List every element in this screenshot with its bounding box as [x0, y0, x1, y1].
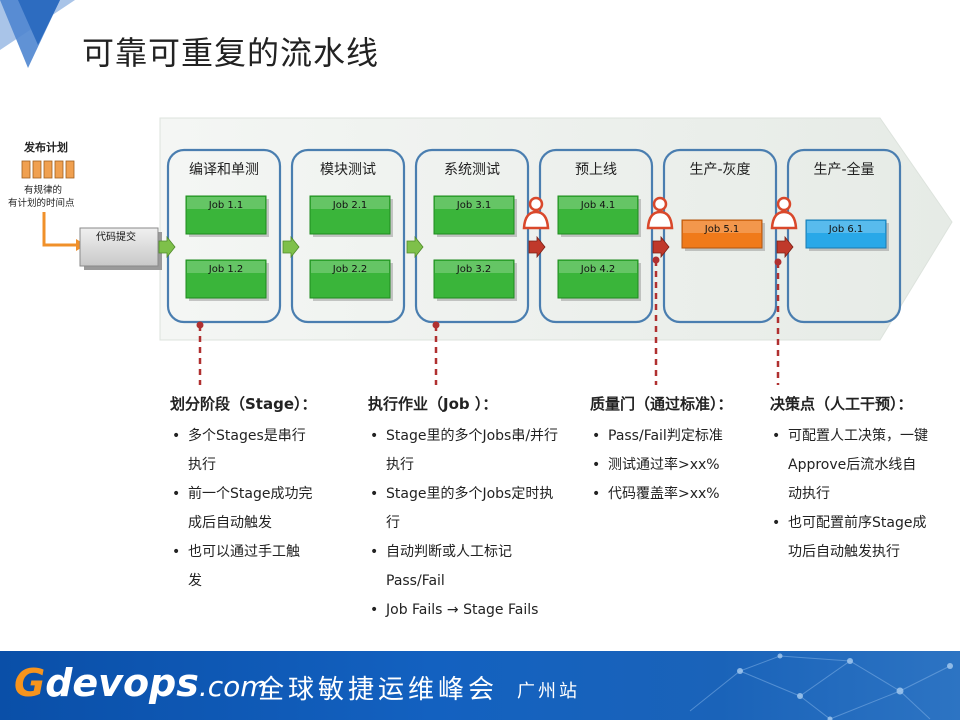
- job-highlight: [187, 197, 265, 209]
- notes-decision-item: 也可配置前序Stage成功后自动触发执行: [770, 509, 928, 567]
- gate-arrow: [776, 235, 794, 259]
- notes-quality-item: 代码覆盖率>xx%: [590, 480, 765, 509]
- notes-quality-gate: 质量门（通过标准）： Pass/Fail判定标准 测试通过率>xx% 代码覆盖率…: [590, 393, 765, 509]
- job-highlight: [807, 221, 885, 233]
- stage-frame: [414, 148, 530, 324]
- stage-frame: [166, 148, 282, 324]
- connectors: [158, 196, 798, 385]
- notes-job: 执行作业（Job ）： Stage里的多个Jobs串/并行执行 Stage里的多…: [368, 393, 578, 625]
- job-label: Job 1.2: [208, 264, 244, 275]
- stage-title: 预上线: [575, 162, 617, 178]
- notes-stage-item: 多个Stages是串行执行: [170, 422, 308, 480]
- job-label: Job 4.2: [580, 264, 616, 275]
- stage-arrow: [158, 235, 176, 259]
- stage-frame: [538, 148, 654, 324]
- stage-arrow: [282, 235, 300, 259]
- stage-frame: [662, 148, 778, 324]
- footer-tagline: 全球敏捷运维峰会: [258, 675, 499, 705]
- notes-decision: 决策点（人工干预）： 可配置人工决策，一键Approve后流水线自动执行 也可配…: [770, 393, 945, 567]
- release-plan-arrow: [42, 212, 76, 247]
- notes-stage: 划分阶段（Stage）： 多个Stages是串行执行 前一个Stage成功完成后…: [170, 393, 335, 596]
- stage-5: 生产-灰度 Job 5.1: [662, 148, 778, 324]
- job-box: [557, 259, 639, 299]
- job-highlight: [559, 197, 637, 209]
- person-icon: [770, 196, 798, 230]
- stage-title: 生产-全量: [813, 161, 874, 178]
- notes-stage-item: 前一个Stage成功完成后自动触发: [170, 480, 323, 538]
- notes-decision-item: 可配置人工决策，一键Approve后流水线自动执行: [770, 422, 928, 509]
- stage-frame: [290, 148, 406, 324]
- job-highlight: [311, 197, 389, 209]
- notes-job-item: Job Fails → Stage Fails: [368, 596, 586, 625]
- person-icon: [646, 196, 674, 230]
- footer-network-decoration: [689, 653, 953, 720]
- notes-job-item: Stage里的多个Jobs串/并行执行: [368, 422, 561, 480]
- job-highlight: [187, 261, 265, 273]
- job-label: Job 2.1: [332, 200, 368, 211]
- release-plan-label: 发布计划: [23, 140, 68, 154]
- job-box: [805, 219, 887, 249]
- notes-stage-item: 也可以通过手工触发: [170, 538, 308, 596]
- notes-decision-heading: 决策点（人工干预）：: [770, 395, 913, 413]
- page-title: 可靠可重复的流水线: [82, 34, 380, 72]
- job-label: Job 5.1: [704, 224, 740, 235]
- notes-quality-item: Pass/Fail判定标准: [590, 422, 765, 451]
- job-box: [309, 259, 391, 299]
- footer-banner: Gdevops.com 全球敏捷运维峰会 广州站: [0, 651, 960, 720]
- job-label: Job 4.1: [580, 200, 616, 211]
- stage-frame: [786, 148, 902, 324]
- stage-title: 系统测试: [444, 162, 500, 178]
- code-commit-label: 代码提交: [96, 230, 136, 243]
- stage-title: 生产-灰度: [689, 162, 750, 178]
- job-label: Job 3.2: [456, 264, 492, 275]
- stage-6: 生产-全量 Job 6.1: [786, 148, 902, 324]
- gate-arrow: [528, 235, 546, 259]
- job-box: [185, 259, 267, 299]
- stage-arrow: [406, 235, 424, 259]
- notes-job-item: Stage里的多个Jobs定时执行: [368, 480, 566, 538]
- job-box: [557, 195, 639, 235]
- job-highlight: [559, 261, 637, 273]
- gdevops-logo: Gdevops.com: [14, 661, 268, 705]
- job-box: [185, 195, 267, 235]
- notes-quality-heading: 质量门（通过标准）：: [590, 395, 733, 413]
- notes-quality-item: 测试通过率>xx%: [590, 451, 765, 480]
- job-highlight: [435, 197, 513, 209]
- job-label: Job 1.1: [208, 200, 244, 211]
- notes-job-heading: 执行作业（Job ）：: [368, 395, 498, 413]
- footer-city: 广州站: [517, 681, 580, 702]
- job-label: Job 3.1: [456, 200, 492, 211]
- job-highlight: [683, 221, 761, 233]
- job-box: [433, 195, 515, 235]
- release-plan-note-1: 有规律的: [24, 184, 62, 196]
- stage-title: 编译和单测: [189, 162, 259, 178]
- job-highlight: [435, 261, 513, 273]
- job-label: Job 6.1: [828, 224, 864, 235]
- stage-title: 模块测试: [320, 162, 376, 178]
- notes-stage-heading: 划分阶段（Stage）：: [170, 395, 317, 413]
- job-box: [433, 259, 515, 299]
- person-icon: [522, 196, 550, 230]
- job-box: [309, 195, 391, 235]
- gate-arrow: [652, 235, 670, 259]
- job-label: Job 2.2: [332, 264, 368, 275]
- job-box: [681, 219, 763, 249]
- job-highlight: [311, 261, 389, 273]
- code-commit-box: [79, 227, 159, 267]
- release-plan-bars: [21, 160, 75, 179]
- release-plan-note-2: 有计划的时间点: [8, 197, 75, 209]
- corner-triangle-logo: [0, 0, 75, 68]
- notes-job-item: 自动判断或人工标记Pass/Fail: [368, 538, 546, 596]
